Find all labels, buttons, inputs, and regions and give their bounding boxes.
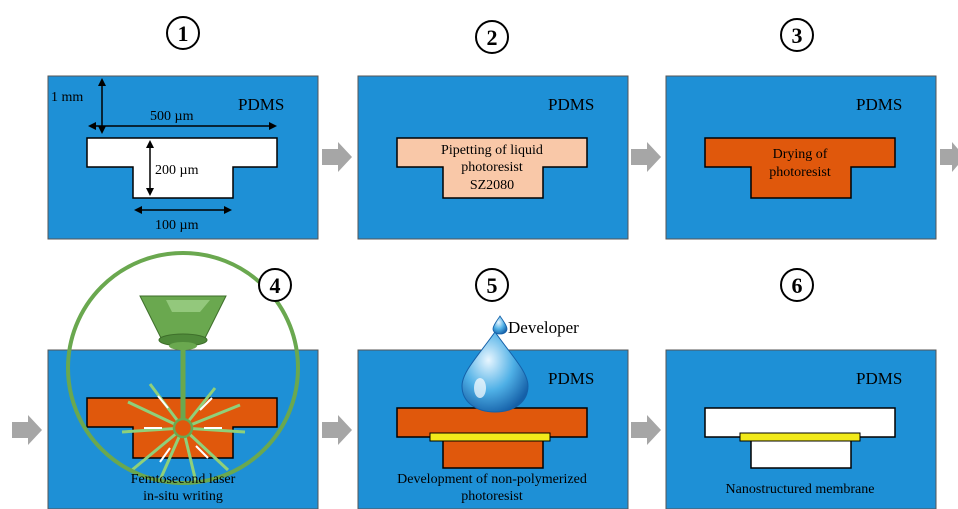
channel-cavity-1 <box>86 137 278 199</box>
pdms-label-6: PDMS <box>856 369 902 388</box>
pipetting-caption-line1: Pipetting of liquid <box>441 143 543 158</box>
panel-step-2: PDMS Pipetting of liquid photoresist SZ2… <box>357 75 629 240</box>
pdms-label-5: PDMS <box>548 369 594 388</box>
arrow-4-to-5 <box>322 415 352 445</box>
panel-step-6: PDMS Nanostructured membrane <box>665 349 937 509</box>
development-caption-line1: Development of non-polymerized <box>397 472 587 487</box>
panel-step-4: 4 Femtosecond laser in-situ writing <box>47 251 319 509</box>
developer-label: Developer <box>508 318 579 337</box>
pdms-label-2: PDMS <box>548 95 594 114</box>
membrane-5 <box>429 432 551 442</box>
step-number-2: 2 <box>475 20 509 54</box>
pipetting-caption-line3: SZ2080 <box>470 178 514 193</box>
width-label: 500 µm <box>150 109 194 124</box>
step-number-6-label: 6 <box>792 273 803 298</box>
step-number-2-label: 2 <box>487 25 498 50</box>
panel-step-3: PDMS Drying of photoresist <box>665 75 937 240</box>
panel-step-1: PDMS 1 mm 500 µm 200 µm 100 µm <box>47 75 319 240</box>
height-label: 200 µm <box>155 163 199 178</box>
step-number-3: 3 <box>780 18 814 52</box>
liquid-photoresist-2 <box>396 137 588 199</box>
process-arrows <box>12 142 958 445</box>
laser-scan-circle <box>66 251 300 485</box>
step-number-4: 4 <box>258 268 292 302</box>
stem-label: 100 µm <box>155 218 199 233</box>
panel-step-5: PDMS Developer Development of non-polyme… <box>357 315 629 509</box>
development-caption-line2: photoresist <box>461 489 523 504</box>
arrow-5-to-6 <box>631 415 661 445</box>
developer-small-drop-icon <box>492 315 508 335</box>
membrane-caption: Nanostructured membrane <box>726 482 875 497</box>
laser-caption-line2: in-situ writing <box>143 489 223 504</box>
step-number-5: 5 <box>475 268 509 302</box>
laser-focus-point <box>172 417 194 439</box>
step-number-6: 6 <box>780 268 814 302</box>
step-number-3-label: 3 <box>792 23 803 48</box>
arrow-1-to-2 <box>322 142 352 172</box>
step-number-1-label: 1 <box>178 21 189 46</box>
arrow-2-to-3 <box>631 142 661 172</box>
step-number-4-label: 4 <box>270 273 281 298</box>
drying-caption-line1: Drying of <box>773 147 828 162</box>
step-number-5-label: 5 <box>487 273 498 298</box>
pipetting-caption-line2: photoresist <box>461 160 523 175</box>
photoresist-3 <box>704 137 896 199</box>
step-number-1: 1 <box>166 16 200 50</box>
depth-label: 1 mm <box>51 90 83 105</box>
developer-droplet-icon <box>461 331 529 413</box>
pdms-label-3: PDMS <box>856 95 902 114</box>
laser-caption-line1: Femtosecond laser <box>131 472 236 487</box>
pdms-label-1: PDMS <box>238 95 284 114</box>
membrane-6 <box>739 432 861 442</box>
drying-caption-line2: photoresist <box>769 165 831 180</box>
arrow-into-4 <box>12 415 42 445</box>
arrow-3-to-next <box>940 142 958 172</box>
